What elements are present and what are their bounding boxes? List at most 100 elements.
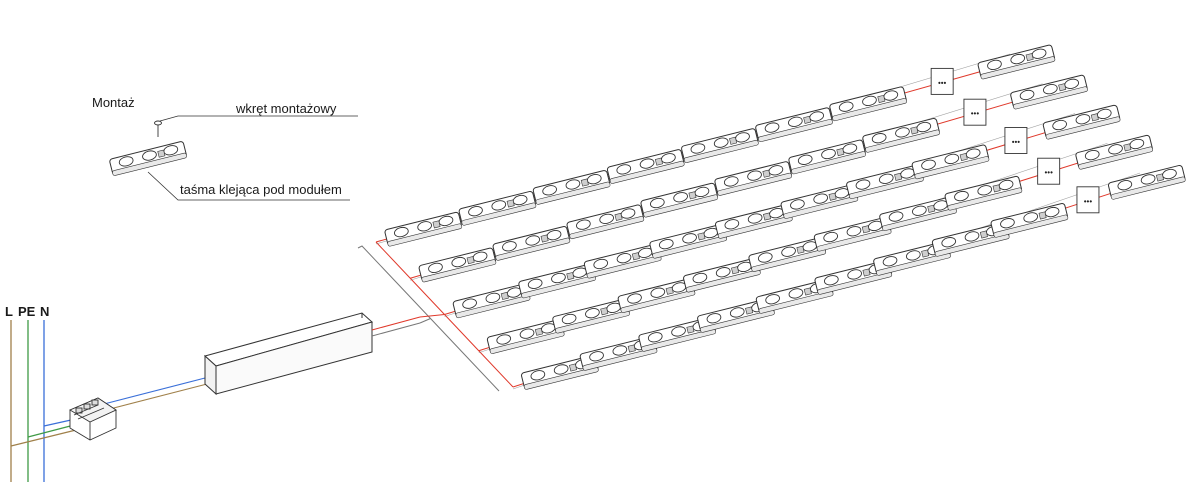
mounting-led-module [109,141,187,176]
led-lens [954,190,969,202]
led-module [748,237,827,272]
led-lens [824,275,839,286]
led-lens [1084,149,1100,161]
screw-leader-line [159,115,358,122]
led-lens [882,256,898,267]
led-lens [821,148,836,160]
led-lens [1023,212,1039,223]
led-module [788,139,866,175]
led-lens [502,241,517,252]
led-lens [1043,84,1058,95]
led-lens [847,269,862,280]
led-lens [747,213,763,224]
mounting-detail: Montaż wkręt montażowy taśma klejąca pod… [92,95,358,201]
gap-marker: ••• [1076,186,1100,214]
led-lens [912,205,927,216]
led-module [606,149,685,184]
power-supply [203,312,374,396]
led-lens [394,226,409,238]
led-lens [1108,144,1123,155]
led-module [1107,164,1186,200]
mains-wires: L PE N [5,304,81,482]
led-lens [987,59,1002,71]
led-lens [878,173,894,184]
led-lens [491,200,507,211]
led-module [879,196,957,231]
screw-label: wkręt montażowy [235,101,337,116]
led-lens [616,164,632,175]
led-lens [627,293,642,304]
led-lens [921,159,936,170]
led-lens [757,252,773,263]
led-module [458,190,537,226]
led-lens [118,156,134,167]
mounting-title: Montaż [92,95,135,110]
led-module [617,278,696,313]
led-lens [142,150,157,161]
tape-label: taśma klejąca pod modułem [180,182,342,197]
led-module [755,279,834,314]
led-lens [724,219,740,230]
led-lens [1052,119,1067,131]
led-lens [525,235,541,246]
led-module [583,243,662,279]
led-lens [553,364,569,375]
led-module [944,175,1023,211]
led-row: ••• [375,44,1056,247]
led-lens [715,267,731,278]
led-lens [585,308,600,319]
led-lens [576,219,591,230]
led-module [384,211,463,247]
led-lens [941,237,957,248]
led-row: ••• [478,134,1153,354]
led-module [714,161,793,196]
led-lens [616,253,632,264]
led-module [566,204,645,240]
mounting-module-body [109,141,187,176]
led-lens [527,278,543,289]
led-module [1010,74,1088,110]
led-lens [765,294,780,305]
led-module-grid: ••••••••••••••• [357,44,1186,392]
led-module [418,247,497,283]
led-lens [551,272,566,284]
led-lens [1000,218,1015,229]
led-lens [797,154,813,165]
led-lens [639,158,655,169]
led-lens [1019,89,1035,101]
led-lens [846,226,862,237]
led-lens [673,192,688,203]
led-module [862,117,940,153]
led-lens [788,116,803,127]
led-lens [781,246,796,257]
led-lens [542,185,557,196]
led-lens [838,101,854,112]
led-module [931,222,1010,257]
led-module [681,128,759,163]
led-lens [599,213,614,224]
led-lens [417,221,432,232]
led-module [683,257,761,293]
led-lens [612,345,628,356]
led-lens [593,258,609,270]
led-lens [428,262,443,274]
led-module [829,86,907,122]
led-module [813,216,892,252]
led-lens [713,137,729,148]
led-lens [1140,174,1156,185]
led-lens [747,170,762,181]
led-lens [871,133,887,144]
led-lens [964,231,980,242]
led-module [649,223,728,259]
led-module [552,298,630,334]
led-lens [1075,114,1091,125]
led-row: ••• [512,164,1186,390]
led-module [486,319,565,354]
led-lens [589,351,604,362]
led-lens [862,95,877,107]
led-module [977,44,1056,80]
led-module [990,202,1069,238]
led-module [780,184,859,219]
